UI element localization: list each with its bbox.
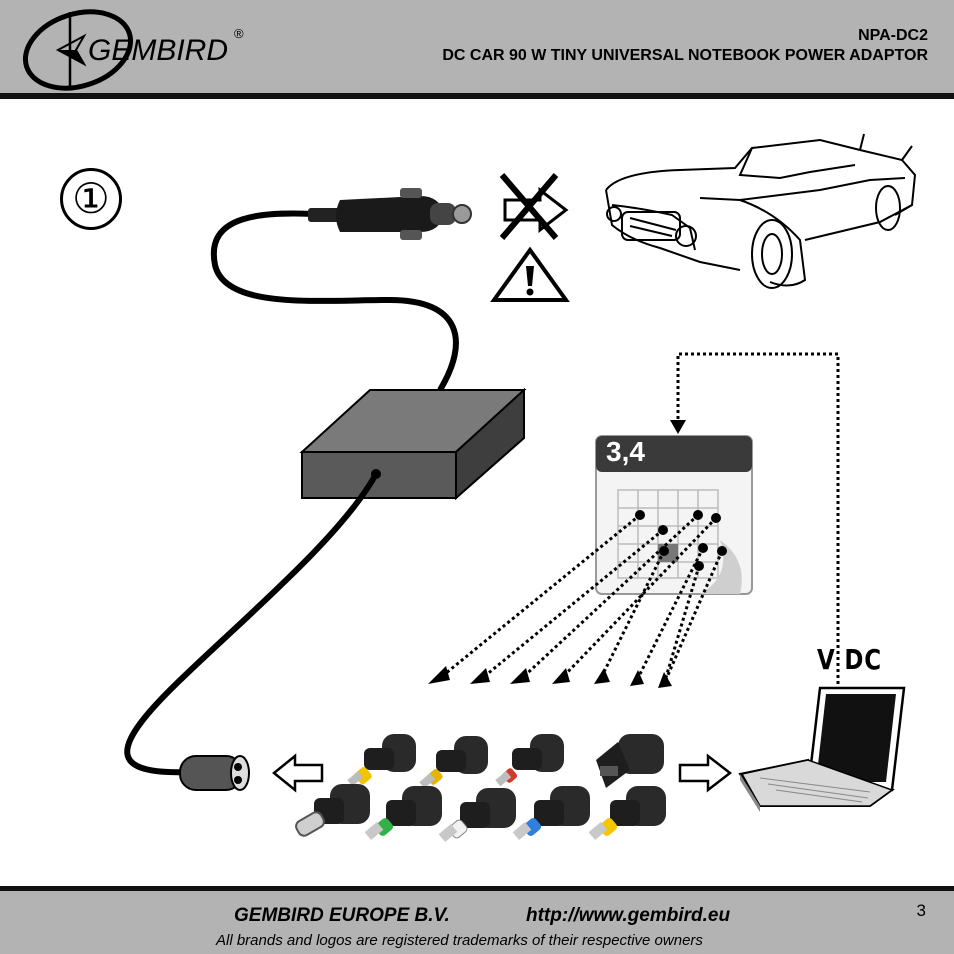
tip-6 — [364, 786, 442, 840]
company-url[interactable]: http://www.gembird.eu — [526, 905, 731, 926]
tip-8 — [512, 786, 590, 840]
calendar-label: 3,4 — [606, 436, 645, 467]
output-connector — [179, 755, 250, 791]
tip-4 — [596, 734, 664, 788]
input-cable — [210, 210, 459, 392]
connector-tips — [295, 734, 666, 842]
company-name: GEMBIRD EUROPE B.V. — [234, 905, 450, 926]
tip-2 — [419, 736, 488, 789]
page-footer: GEMBIRD EUROPE B.V. http://www.gembird.e… — [0, 886, 954, 954]
output-cable — [124, 472, 379, 776]
tip-selection-arrows — [439, 513, 724, 685]
page-header: GEMBIRD ® NPA-DC2 DC CAR 90 W TINY UNIVE… — [0, 0, 954, 99]
tip-5 — [295, 784, 370, 837]
registered-mark: ® — [234, 26, 244, 41]
tip-arrow-heads — [428, 510, 727, 688]
tip-7 — [438, 788, 516, 842]
product-title: DC CAR 90 W TINY UNIVERSAL NOTEBOOK POWE… — [442, 47, 928, 64]
warning-icon — [490, 246, 570, 302]
model-block: NPA-DC2 DC CAR 90 W TINY UNIVERSAL NOTEB… — [442, 26, 928, 66]
page-number: 3 — [916, 901, 926, 920]
tip-3 — [495, 734, 564, 787]
tip-1 — [347, 734, 416, 787]
prohibited-arrow-icon — [499, 173, 569, 240]
brand-name: GEMBIRD — [88, 34, 228, 67]
voltage-label: V DC — [817, 643, 882, 676]
left-arrow-icon — [272, 753, 324, 793]
car-plug — [308, 188, 472, 240]
car-illustration — [605, 133, 917, 289]
adapter-box — [299, 387, 527, 501]
trademark-note: All brands and logos are registered trad… — [216, 932, 703, 949]
step-marker: ① — [60, 168, 122, 230]
feedback-dotted-arrow — [676, 352, 840, 690]
gembird-logo: GEMBIRD ® — [22, 9, 244, 91]
notebook-illustration — [738, 686, 906, 812]
tip-9 — [588, 786, 666, 840]
model-number: NPA-DC2 — [858, 27, 928, 44]
right-arrow-icon — [678, 753, 733, 793]
